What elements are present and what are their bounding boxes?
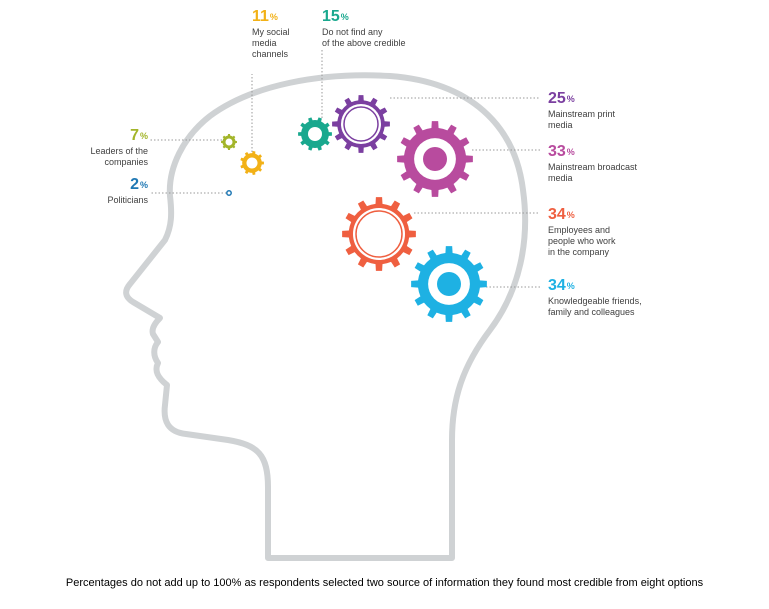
value-employees-and-people-who-work-in-the-company: 34 xyxy=(548,206,566,223)
percentage-do-not-find-any-of-the-above-credible: 15% xyxy=(322,8,406,25)
footnote: Percentages do not add up to 100% as res… xyxy=(65,577,704,589)
unit-politicians: % xyxy=(139,180,148,190)
percentage-employees-and-people-who-work-in-the-company: 34% xyxy=(548,206,616,223)
percentage-leaders-of-the-companies: 7% xyxy=(90,127,148,144)
label-do-not-find-any-of-the-above-credible: 15% Do not find any of the above credible xyxy=(322,8,406,49)
category-do-not-find-any-of-the-above-credible: Do not find any of the above credible xyxy=(322,27,406,48)
percentage-mainstream-broadcast-media: 33% xyxy=(548,143,637,160)
category-my-social-media-channels: My social media channels xyxy=(252,27,290,59)
label-leaders-of-the-companies: 7% Leaders of the companies xyxy=(90,127,148,168)
value-my-social-media-channels: 11 xyxy=(252,8,269,25)
gear-mainstream-print-media xyxy=(332,95,390,153)
label-my-social-media-channels: 11% My social media channels xyxy=(252,8,290,60)
value-knowledgeable-friends-family-and-colleagues: 34 xyxy=(548,277,566,294)
unit-mainstream-broadcast-media: % xyxy=(566,147,575,157)
unit-leaders-of-the-companies: % xyxy=(139,131,148,141)
percentage-my-social-media-channels: 11% xyxy=(252,8,290,25)
category-mainstream-broadcast-media: Mainstream broadcast media xyxy=(548,162,638,183)
gear-my-social-media-channels xyxy=(240,151,264,175)
percentage-politicians: 2% xyxy=(107,176,148,193)
percentage-mainstream-print-media: 25% xyxy=(548,90,615,107)
gear-leaders-of-the-companies xyxy=(221,134,237,150)
category-leaders-of-the-companies: Leaders of the companies xyxy=(90,146,148,167)
category-knowledgeable-friends-family-and-colleagues: Knowledgeable friends, family and collea… xyxy=(548,296,642,317)
value-leaders-of-the-companies: 7 xyxy=(130,127,139,144)
value-politicians: 2 xyxy=(130,176,139,193)
value-mainstream-broadcast-media: 33 xyxy=(548,143,566,160)
gear-employees-and-people-who-work-in-the-company xyxy=(342,197,416,271)
unit-employees-and-people-who-work-in-the-company: % xyxy=(566,210,575,220)
gear-mainstream-broadcast-media xyxy=(397,121,473,197)
unit-my-social-media-channels: % xyxy=(269,12,278,22)
category-politicians: Politicians xyxy=(107,195,148,205)
gear-politicians xyxy=(226,190,232,196)
gear-knowledgeable-friends-family-and-colleagues xyxy=(411,246,487,322)
value-mainstream-print-media: 25 xyxy=(548,90,566,107)
unit-do-not-find-any-of-the-above-credible: % xyxy=(340,12,349,22)
unit-knowledgeable-friends-family-and-colleagues: % xyxy=(566,281,575,291)
category-mainstream-print-media: Mainstream print media xyxy=(548,109,616,130)
label-mainstream-print-media: 25% Mainstream print media xyxy=(548,90,615,131)
label-mainstream-broadcast-media: 33% Mainstream broadcast media xyxy=(548,143,637,184)
gear-do-not-find-any-of-the-above-credible xyxy=(298,117,332,151)
label-politicians: 2% Politicians xyxy=(107,176,148,206)
head-outline xyxy=(123,72,529,561)
label-knowledgeable-friends-family-and-colleagues: 34% Knowledgeable friends, family and col… xyxy=(548,277,642,318)
percentage-knowledgeable-friends-family-and-colleagues: 34% xyxy=(548,277,642,294)
unit-mainstream-print-media: % xyxy=(566,94,575,104)
label-employees-and-people-who-work-in-the-company: 34% Employees and people who work in the … xyxy=(548,206,616,258)
value-do-not-find-any-of-the-above-credible: 15 xyxy=(322,8,340,25)
category-employees-and-people-who-work-in-the-company: Employees and people who work in the com… xyxy=(548,225,616,257)
